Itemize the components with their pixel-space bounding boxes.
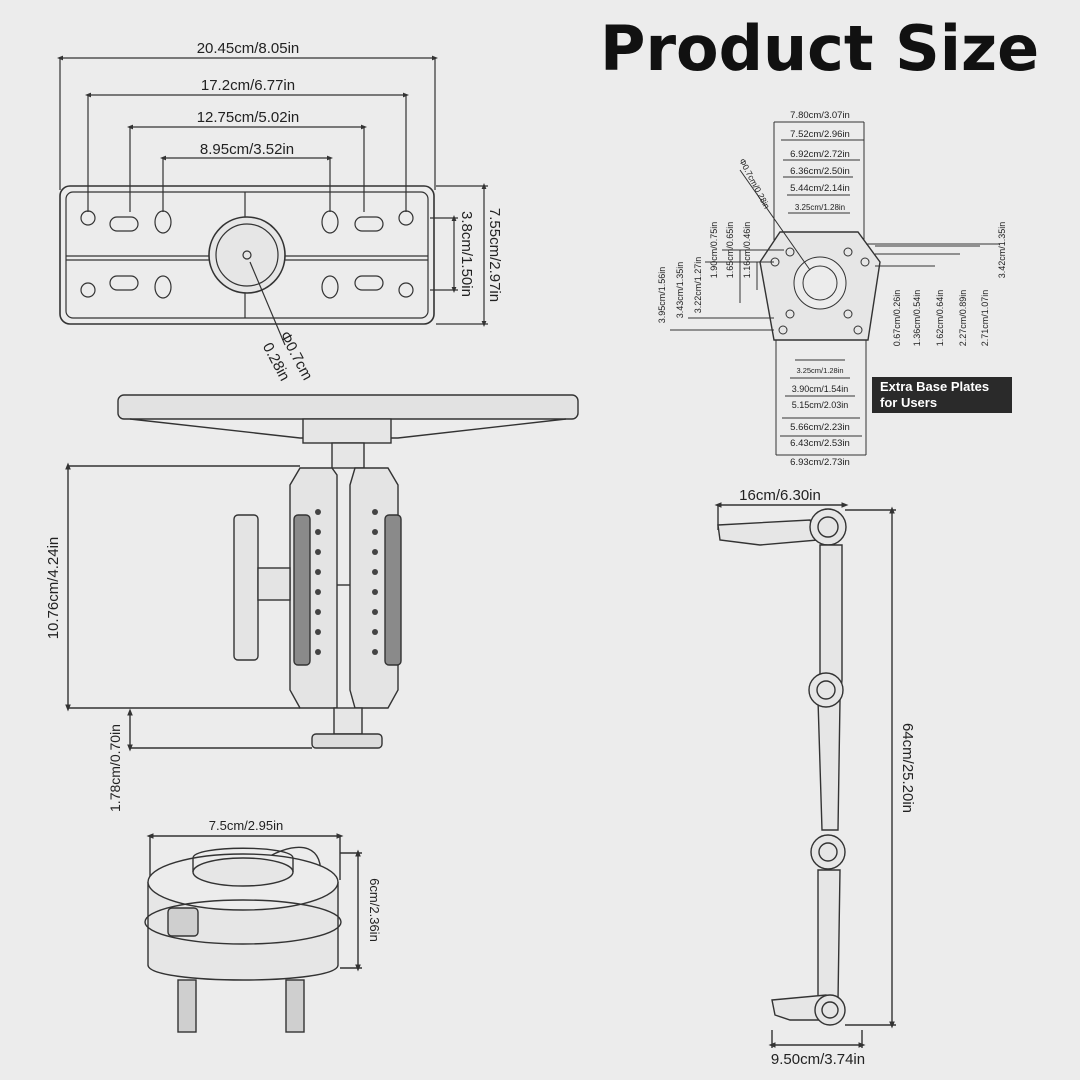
extra-top-width-2: 7.52cm/2.96in — [790, 129, 850, 140]
extra-bottom-width-6: 6.93cm/2.73in — [790, 457, 850, 468]
extra-plate-drawing — [670, 121, 1000, 456]
plate-width-1: 20.45cm/8.05in — [197, 40, 300, 57]
extra-plates-note: Extra Base Plates for Users — [872, 377, 1012, 413]
extra-top-width-4: 6.36cm/2.50in — [790, 166, 850, 177]
extra-bottom-width-2: 3.90cm/1.54in — [792, 384, 849, 394]
plate-width-4: 8.95cm/3.52in — [200, 141, 294, 158]
long-arm-top-width: 16cm/6.30in — [739, 487, 821, 504]
extra-right-height-5: 2.27cm/0.89in — [958, 290, 968, 347]
extra-top-width-6: 3.25cm/1.28in — [795, 203, 845, 212]
socket-dots — [315, 509, 378, 655]
extra-hole-dia: Φ0.7cm/0.28in — [737, 157, 772, 211]
extra-left-height-3: 3.22cm/1.27in — [693, 257, 703, 314]
top-plate-drawing — [57, 55, 488, 346]
extra-bottom-width-3: 5.15cm/2.03in — [792, 400, 849, 410]
base-height: 6cm/2.36in — [367, 878, 382, 942]
plate-width-2: 17.2cm/6.77in — [201, 77, 295, 94]
extra-left-height-1: 3.95cm/1.56in — [657, 267, 667, 324]
arm-base-height: 1.78cm/0.70in — [107, 724, 123, 812]
extra-top-width-3: 6.92cm/2.72in — [790, 149, 850, 160]
arm-height: 10.76cm/4.24in — [45, 537, 62, 640]
extra-note-line1: Extra Base Plates — [880, 379, 990, 394]
extra-right-height-4: 1.62cm/0.64in — [935, 290, 945, 347]
plate-height-outer: 7.55cm/2.97in — [486, 208, 503, 302]
extra-right-height-1: 3.42cm/1.35in — [997, 222, 1007, 279]
extra-right-height-6: 2.71cm/1.07in — [980, 290, 990, 347]
page-title: Product Size — [600, 12, 1040, 85]
extra-right-height-2: 0.67cm/0.26in — [892, 290, 902, 347]
extra-note-line2: for Users — [880, 395, 938, 410]
extra-left-height-6: 1.16cm/0.46in — [742, 222, 752, 279]
extra-left-height-5: 1.65cm/0.65in — [725, 222, 735, 279]
long-arm-drawing — [714, 502, 896, 1048]
long-arm-bottom-width: 9.50cm/3.74in — [771, 1051, 865, 1068]
extra-bottom-width-4: 5.66cm/2.23in — [790, 422, 850, 433]
base-drawing — [144, 833, 362, 1033]
extra-top-width-1: 7.80cm/3.07in — [790, 110, 850, 121]
long-arm-length: 64cm/25.20in — [899, 723, 916, 813]
extra-top-width-5: 5.44cm/2.14in — [790, 183, 850, 194]
extra-right-height-3: 1.36cm/0.54in — [912, 290, 922, 347]
extra-left-height-2: 3.43cm/1.35in — [675, 262, 685, 319]
extra-bottom-width-5: 6.43cm/2.53in — [790, 438, 850, 449]
plate-height-inner: 3.8cm/1.50in — [458, 211, 475, 297]
plate-width-3: 12.75cm/5.02in — [197, 109, 300, 126]
base-width: 7.5cm/2.95in — [209, 818, 283, 833]
arm-mount-drawing — [65, 394, 579, 752]
extra-bottom-width-1: 3.25cm/1.28in — [796, 366, 843, 375]
extra-left-height-4: 1.90cm/0.75in — [709, 222, 719, 279]
